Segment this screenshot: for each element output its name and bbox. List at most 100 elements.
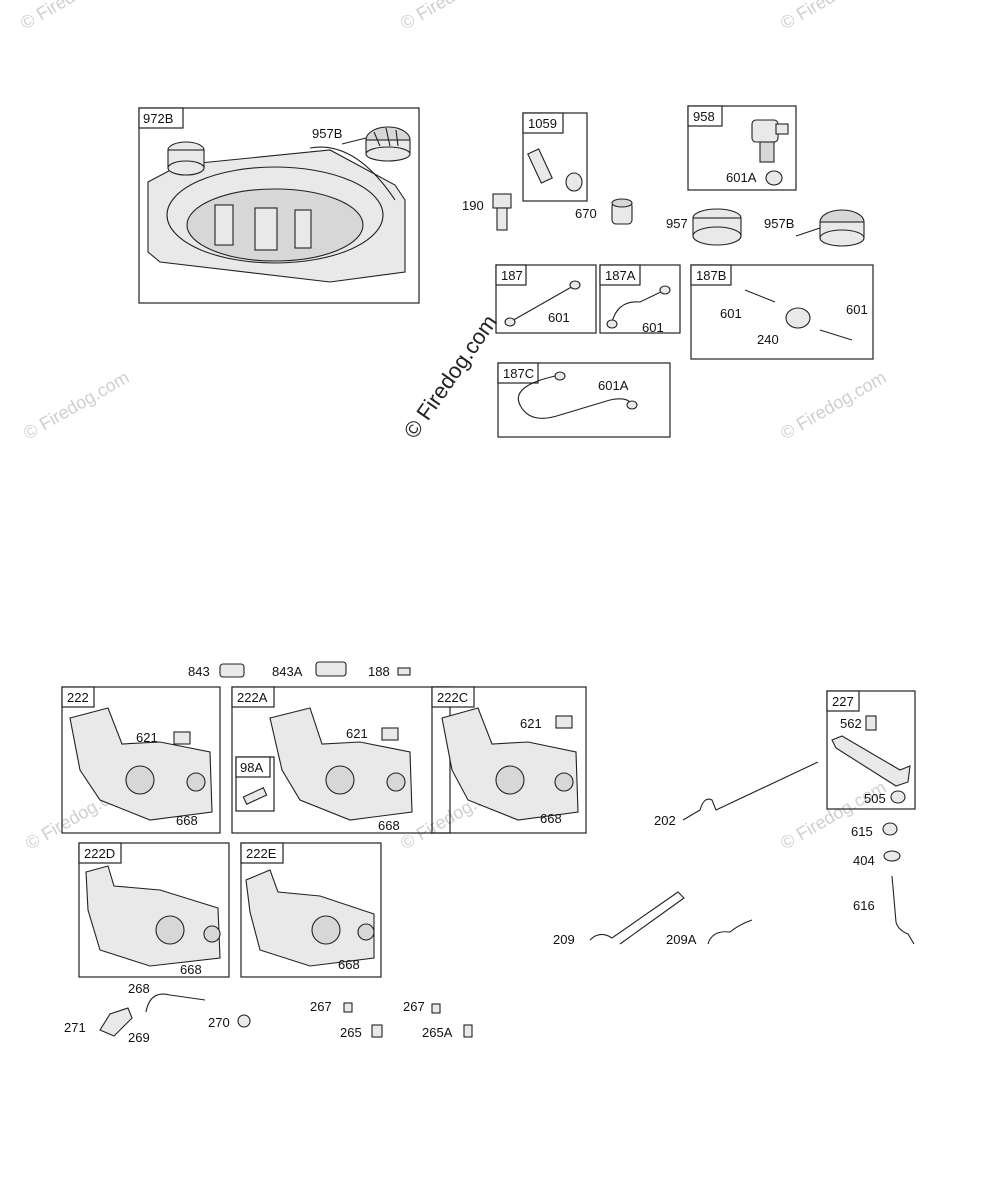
group-tag	[495, 264, 527, 286]
part-label: 267	[310, 999, 332, 1014]
watermark-text: © Firedog.com	[17, 0, 129, 33]
part-label: 957	[666, 216, 688, 231]
group-frame	[138, 107, 420, 304]
part-404	[883, 850, 901, 862]
group-187A: 187A 601	[599, 264, 681, 335]
part-label: 957B	[764, 216, 794, 231]
part-265	[371, 1024, 383, 1038]
part-label: 843A	[272, 664, 303, 679]
part-label: 209A	[666, 932, 697, 947]
spring-209A	[707, 919, 753, 945]
group-tag-label: 187B	[696, 268, 726, 283]
group-958: 958 601A	[687, 105, 797, 191]
part-label: 265A	[422, 1025, 453, 1040]
group-tag	[240, 842, 284, 864]
group-frame	[690, 264, 874, 360]
part-label: 271	[64, 1020, 86, 1035]
part-270	[237, 1014, 251, 1028]
group-222: 222 621 668	[61, 686, 221, 834]
bushing-illustration	[611, 198, 633, 225]
group-tag-label: 222	[67, 690, 89, 705]
group-tag	[235, 756, 271, 778]
group-187C: 187C 601A	[497, 362, 671, 438]
part-label: 209	[553, 932, 575, 947]
watermark-text: © Firedog.com	[777, 0, 889, 33]
part-267	[343, 1002, 353, 1013]
part-271	[99, 1007, 133, 1037]
governor-link	[682, 761, 819, 821]
part-label: 601A	[726, 170, 757, 185]
part-label: 505	[864, 791, 886, 806]
group-frame	[61, 686, 221, 834]
group-frame	[78, 842, 230, 978]
group-1059: 1059	[522, 112, 588, 202]
fuel-cap-illustration	[365, 126, 411, 162]
group-tag	[497, 362, 539, 384]
group-tag-label: 1059	[528, 116, 557, 131]
part-label: 270	[208, 1015, 230, 1030]
group-187: 187 601	[495, 264, 597, 334]
group-tag-label: 222D	[84, 846, 115, 861]
group-222D: 222D 668	[78, 842, 230, 978]
part-188	[397, 667, 411, 676]
part-label: 601A	[598, 378, 629, 393]
shutoff-valve-illustration	[751, 119, 789, 163]
group-tag-label: 222E	[246, 846, 277, 861]
group-tag-label: 222A	[237, 690, 268, 705]
group-frame	[826, 690, 916, 810]
group-tag	[599, 264, 641, 286]
group-tag	[78, 842, 122, 864]
part-label: 616	[853, 898, 875, 913]
part-label: 668	[540, 811, 562, 826]
group-tag-label: 972B	[143, 111, 173, 126]
group-tag	[690, 264, 732, 286]
part-label: 601	[548, 310, 570, 325]
part-label: 668	[338, 957, 360, 972]
part-label: 202	[654, 813, 676, 828]
group-tag	[687, 105, 723, 127]
watermark-text: © Firedog.com	[20, 367, 132, 443]
fuel-tank-illustration	[147, 141, 406, 283]
part-label: 668	[176, 813, 198, 828]
group-frame	[687, 105, 797, 191]
part-label: 601	[642, 320, 664, 335]
part-843	[219, 663, 245, 678]
part-label: 621	[520, 716, 542, 731]
group-tag-label: 187	[501, 268, 523, 283]
watermark-text: © Firedog.com	[777, 777, 889, 853]
group-tag	[61, 686, 95, 708]
part-label: 601	[720, 306, 742, 321]
group-tag-label: 958	[693, 109, 715, 124]
watermark-main: © Firedog.com	[399, 310, 502, 443]
part-label: 601	[846, 302, 868, 317]
group-tag-label: 98A	[240, 760, 263, 775]
part-label: 621	[136, 730, 158, 745]
part-label: 615	[851, 824, 873, 839]
part-label: 957B	[312, 126, 342, 141]
group-187B: 187B 601 601 240	[690, 264, 874, 360]
part-label: 670	[575, 206, 597, 221]
group-frame	[431, 686, 587, 834]
part-label: 240	[757, 332, 779, 347]
group-972B: 972B 957B	[138, 107, 420, 304]
watermark-text: © Firedog.com	[777, 367, 889, 443]
group-tag-label: 187A	[605, 268, 636, 283]
part-label: 267	[403, 999, 425, 1014]
group-tag-label: 227	[832, 694, 854, 709]
group-tag	[231, 686, 275, 708]
group-227: 227 562 505	[826, 690, 916, 810]
group-tag	[431, 686, 475, 708]
group-frame	[240, 842, 382, 978]
part-label: 668	[378, 818, 400, 833]
part-label: 265	[340, 1025, 362, 1040]
part-label: 843	[188, 664, 210, 679]
part-267	[431, 1003, 441, 1014]
fuel-cap-illustration	[819, 209, 865, 247]
part-label: 190	[462, 198, 484, 213]
part-label: 404	[853, 853, 875, 868]
group-frame	[497, 362, 671, 438]
group-tag-label: 222C	[437, 690, 468, 705]
group-tag-label: 187C	[503, 366, 534, 381]
group-222A: 222A 621 668 98A	[231, 686, 451, 834]
